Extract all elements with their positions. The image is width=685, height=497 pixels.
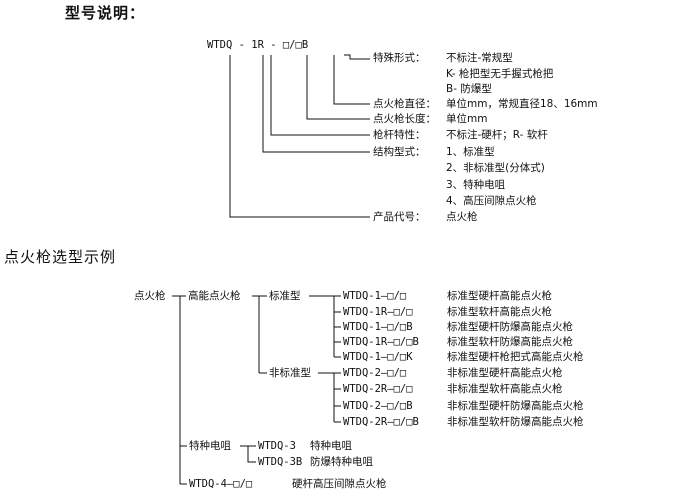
value-diameter: 单位mm，常规直径18、16mm bbox=[446, 98, 598, 110]
callout-structure bbox=[262, 55, 370, 153]
standard-item-desc: 标准型软杆防爆高能点火枪 bbox=[447, 336, 573, 348]
value-product: 点火枪 bbox=[446, 211, 478, 223]
tree-high-energy: 高能点火枪 bbox=[188, 290, 241, 302]
special-item-code: WTDQ-3B bbox=[258, 456, 303, 468]
special-item-desc: 防爆特种电咀 bbox=[310, 456, 373, 468]
standard-item-desc: 标准型硬杆枪把式高能点火枪 bbox=[447, 351, 584, 363]
value-special-form-1: K- 枪把型无手握式枪把 bbox=[446, 68, 554, 80]
callout-rod bbox=[270, 55, 370, 136]
label-special-form: 特殊形式： bbox=[373, 52, 426, 64]
callout-special-form bbox=[344, 54, 370, 60]
standard-item-code: WTDQ-1—□/□ bbox=[343, 290, 407, 302]
nonstandard-item-desc: 非标准型硬杆高能点火枪 bbox=[447, 367, 563, 379]
label-diameter: 点火枪直径： bbox=[373, 98, 436, 110]
standard-item-desc: 标准型软杆高能点火枪 bbox=[447, 306, 552, 318]
nonstandard-item-code: WTDQ-2R—□/□B bbox=[343, 416, 419, 428]
standard-item-code: WTDQ-1—□/□B bbox=[343, 321, 413, 333]
tree-root: 点火枪 bbox=[134, 290, 166, 302]
example-title: 点火枪选型示例 bbox=[4, 248, 117, 266]
standard-item-desc: 标准型硬杆高能点火枪 bbox=[447, 290, 552, 302]
value-special-form-2: B- 防爆型 bbox=[446, 83, 492, 95]
callout-diameter bbox=[333, 55, 370, 105]
standard-item-code: WTDQ-1R—□/□ bbox=[343, 306, 413, 318]
callout-length bbox=[306, 55, 370, 120]
gap-item-desc: 硬杆高压间隙点火枪 bbox=[292, 478, 387, 490]
value-rod: 不标注-硬杆；R- 软杆 bbox=[446, 129, 548, 141]
special-item-desc: 特种电咀 bbox=[310, 440, 352, 452]
label-length: 点火枪长度： bbox=[373, 113, 436, 125]
value-length: 单位mm bbox=[446, 113, 488, 125]
nonstandard-item-desc: 非标准型硬杆防爆高能点火枪 bbox=[447, 400, 584, 412]
tree-nonstandard: 非标准型 bbox=[269, 367, 311, 379]
nonstandard-item-desc: 非标准型软杆高能点火枪 bbox=[447, 383, 563, 395]
label-rod: 枪杆特性： bbox=[373, 129, 426, 141]
nonstandard-item-desc: 非标准型软杆防爆高能点火枪 bbox=[447, 416, 584, 428]
tree-special-nozzle: 特种电咀 bbox=[189, 440, 231, 452]
standard-item-code: WTDQ-1R—□/□B bbox=[343, 336, 419, 348]
nonstandard-item-code: WTDQ-2—□/□B bbox=[343, 400, 413, 412]
value-special-form-0: 不标注-常规型 bbox=[446, 52, 513, 64]
standard-item-code: WTDQ-1—□/□K bbox=[343, 351, 413, 363]
gap-item-code: WTDQ-4—□/□ bbox=[189, 478, 253, 490]
value-structure-3: 4、高压间隙点火枪 bbox=[446, 195, 537, 207]
nonstandard-item-code: WTDQ-2R—□/□ bbox=[343, 383, 413, 395]
tree-standard: 标准型 bbox=[269, 290, 301, 302]
standard-item-desc: 标准型硬杆防爆高能点火枪 bbox=[447, 321, 573, 333]
model-code: WTDQ - 1R - □/□B bbox=[207, 39, 309, 51]
label-product: 产品代号： bbox=[373, 211, 426, 223]
value-structure-1: 2、非标准型(分体式) bbox=[446, 162, 545, 174]
callout-product bbox=[229, 55, 370, 218]
nonstandard-item-code: WTDQ-2—□/□ bbox=[343, 367, 407, 379]
special-item-code: WTDQ-3 bbox=[258, 440, 296, 452]
model-title: 型号说明： bbox=[65, 4, 146, 22]
label-structure: 结构型式： bbox=[373, 146, 426, 158]
value-structure-0: 1、标准型 bbox=[446, 146, 495, 158]
value-structure-2: 3、特种电咀 bbox=[446, 179, 506, 191]
special-items-branch bbox=[247, 446, 256, 463]
